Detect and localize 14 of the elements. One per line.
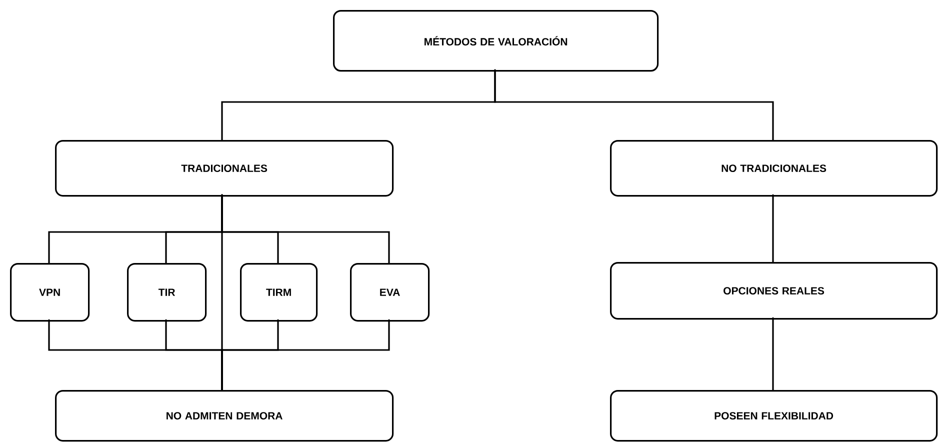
box: MÉTODOS DE VALORACIÓN: [333, 10, 659, 72]
box: TRADICIONALES: [55, 140, 394, 197]
box: VPN: [10, 263, 90, 322]
box: NO ADMITEN DEMORA: [55, 390, 394, 442]
connector-line: [221, 319, 390, 391]
box: TIRM: [240, 263, 318, 322]
box: NO TRADICIONALES: [610, 140, 938, 197]
box: OPCIONES REALES: [610, 262, 938, 320]
box: EVA: [350, 263, 430, 322]
connector-line: [772, 194, 774, 263]
box: POSEEN FLEXIBILIDAD: [610, 390, 938, 442]
connector-line: [772, 317, 774, 391]
connector-line: [494, 69, 774, 141]
box: TIR: [127, 263, 207, 322]
